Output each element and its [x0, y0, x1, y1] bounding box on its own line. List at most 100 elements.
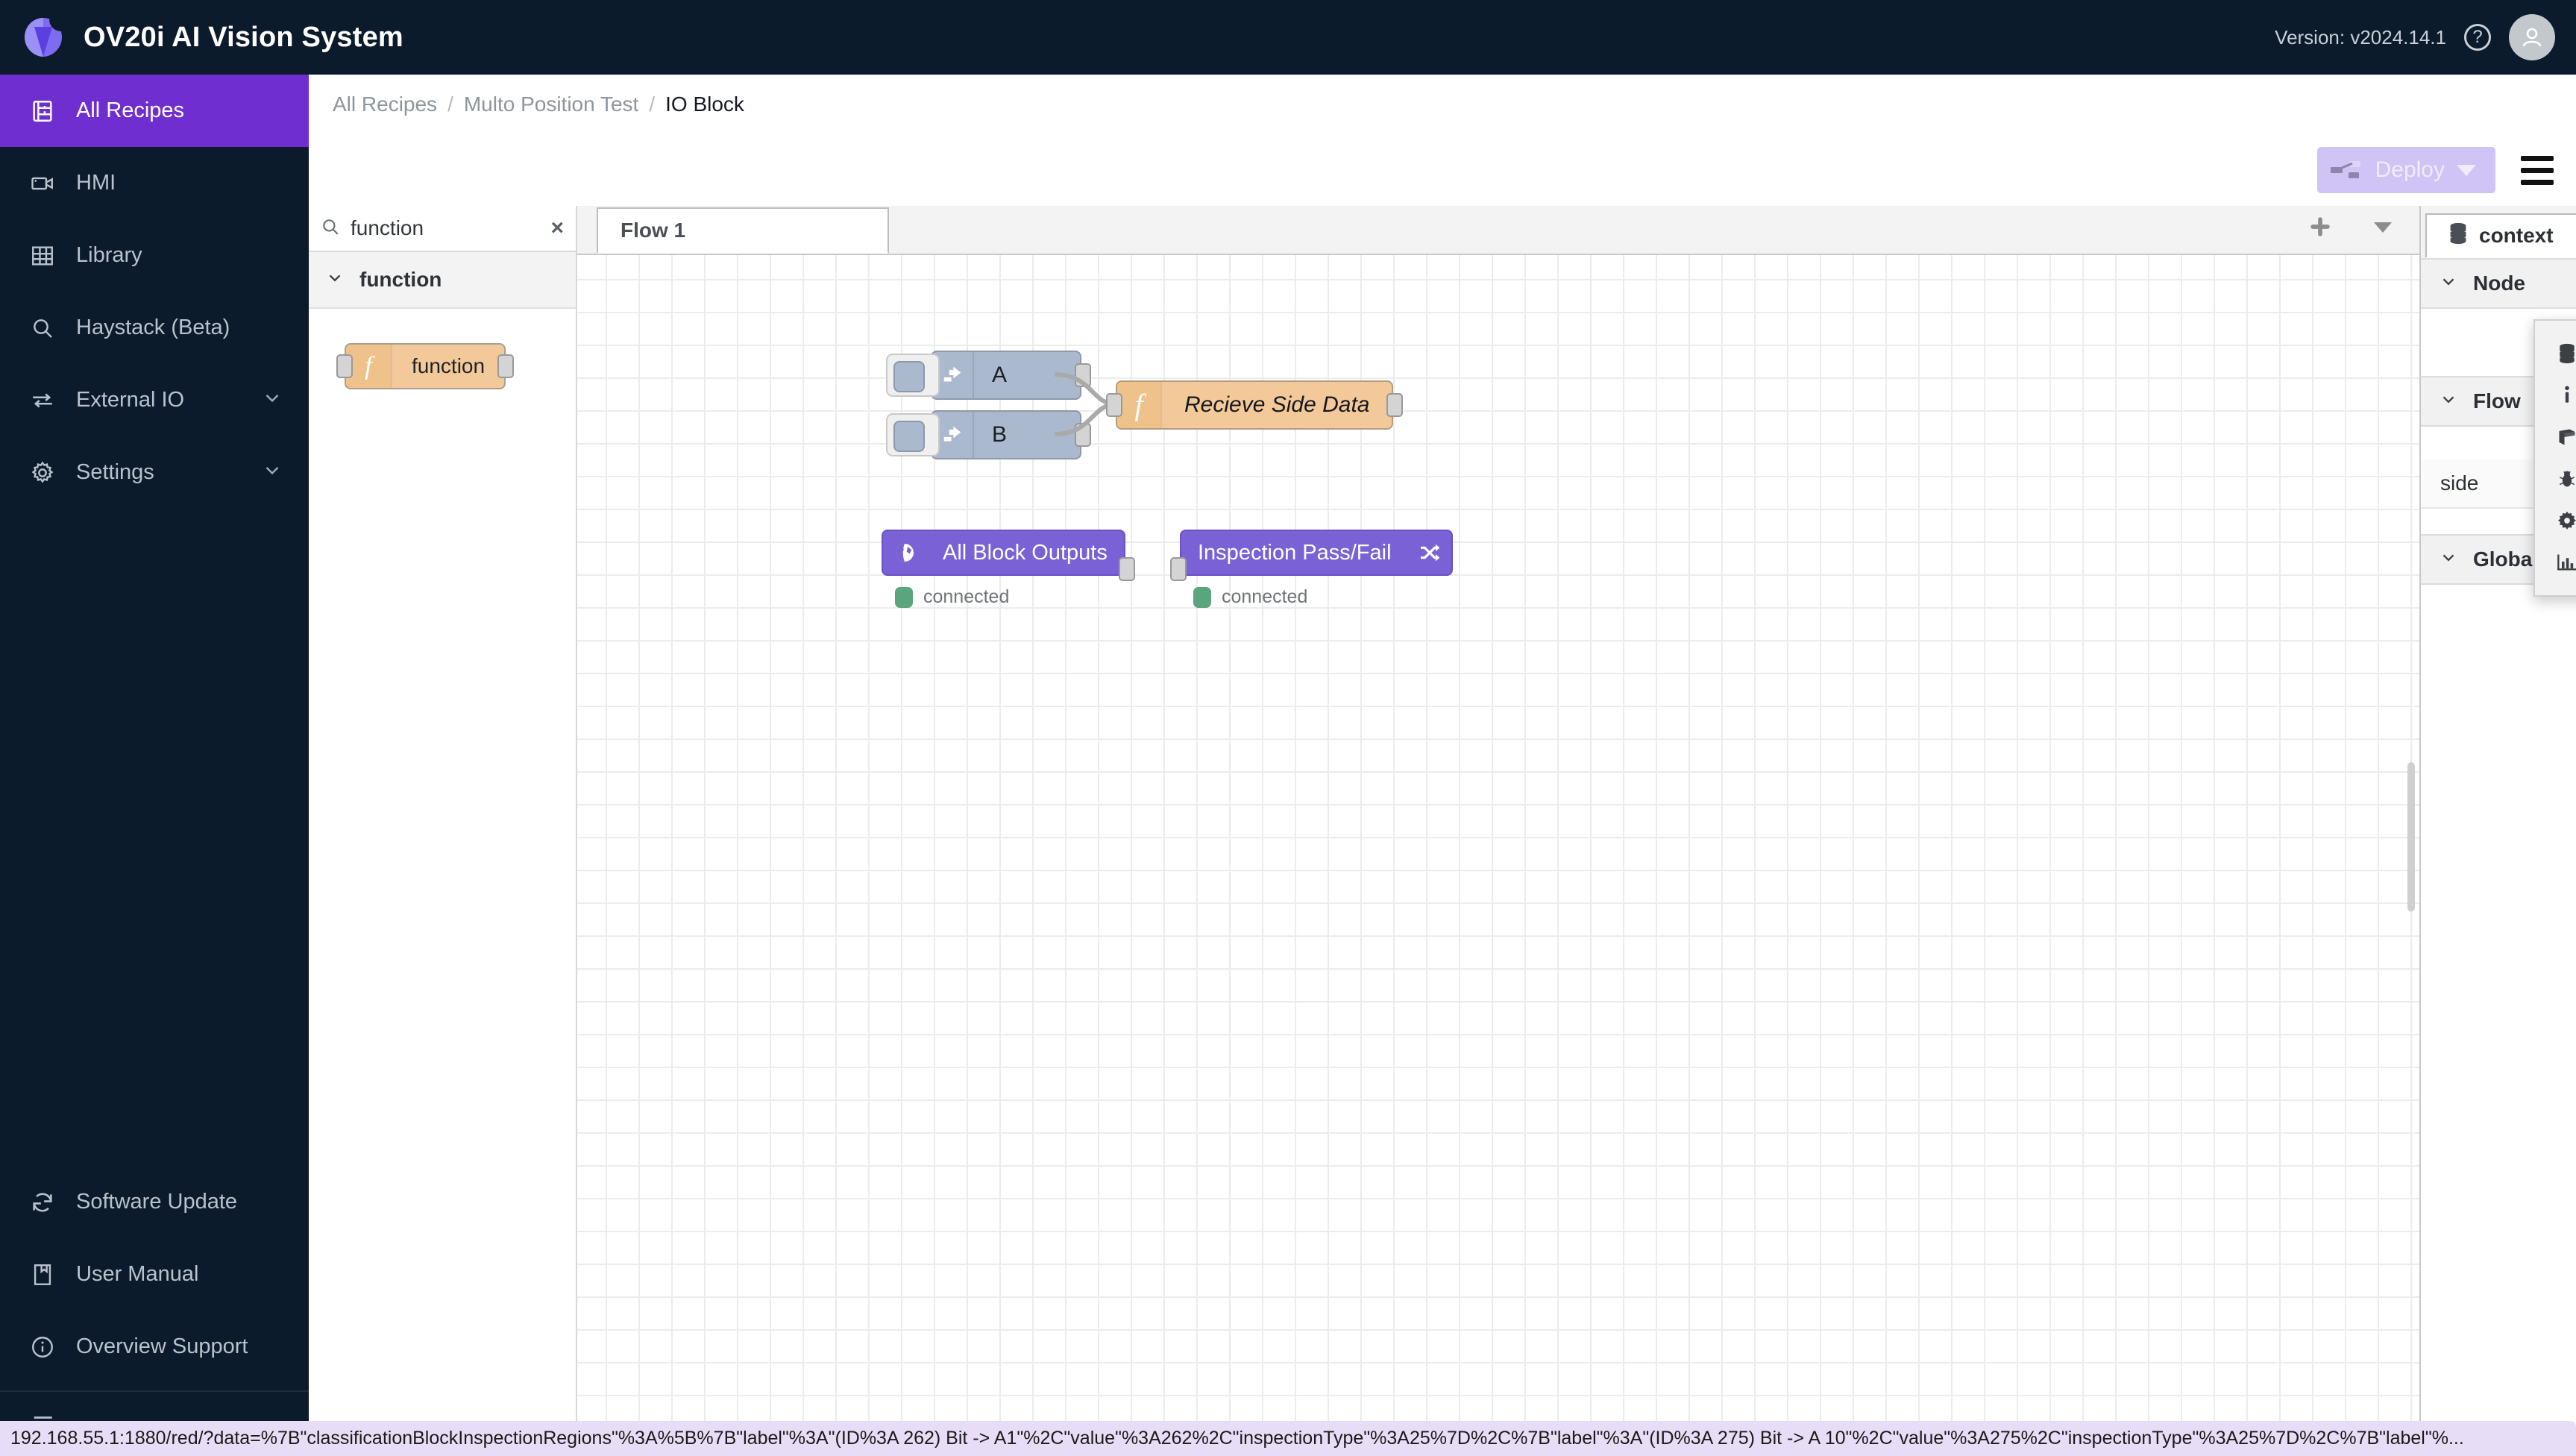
- right-sidebar-tabs: context: [2421, 206, 2576, 258]
- flow-node-inspection-label: Inspection Pass/Fail: [1198, 540, 1392, 565]
- status-bar-url: 192.168.55.1:1880/red/?data=%7B"classifi…: [0, 1421, 2576, 1456]
- chevron-down-icon[interactable]: [261, 386, 283, 415]
- section-node[interactable]: Node: [2421, 258, 2576, 309]
- menu-item-configuration-nodes[interactable]: Configuration nodes: [2535, 500, 2576, 542]
- flow-list-chevron-icon[interactable]: [2372, 219, 2394, 239]
- version-label: Version: v2024.14.1: [2275, 25, 2446, 48]
- search-icon: [25, 311, 60, 345]
- palette-search-row[interactable]: function ×: [309, 206, 576, 252]
- info-circle-icon: [25, 1330, 60, 1364]
- node-status: connected: [895, 586, 1125, 608]
- sidebar-item-label: HMI: [76, 171, 116, 195]
- sidebar-item-settings[interactable]: Settings: [0, 436, 309, 509]
- camera-icon: [25, 166, 60, 201]
- sidebar-item-external-io[interactable]: External IO: [0, 364, 309, 436]
- refresh-icon: [25, 1185, 60, 1220]
- globe-icon: [883, 531, 926, 574]
- flow-node-inspection-pass-fail[interactable]: Inspection Pass/Fail connected: [1170, 530, 1453, 608]
- node-a-input-stub[interactable]: [886, 354, 940, 397]
- sidebar-item-label: External IO: [76, 388, 185, 412]
- node-status: connected: [1193, 586, 1453, 608]
- flow-node-b[interactable]: B: [886, 410, 1091, 459]
- menu-item-dashboard[interactable]: Dashboard: [2535, 542, 2576, 583]
- menu-item-information[interactable]: Information: [2535, 374, 2576, 416]
- chevron-down-icon[interactable]: [261, 459, 283, 487]
- global-empty-message: refresh to load: [2421, 585, 2576, 734]
- menu-item-help[interactable]: Help: [2535, 416, 2576, 458]
- flow-canvas[interactable]: A B: [577, 255, 2419, 1456]
- status-label: connected: [923, 586, 1010, 607]
- node-palette: function × function f function: [309, 206, 577, 1456]
- sidebar: All Recipes HMI Library Haystack (Beta): [0, 75, 309, 1456]
- sidebar-item-library[interactable]: Library: [0, 219, 309, 292]
- sidebar-item-software-update[interactable]: Software Update: [0, 1166, 309, 1238]
- hamburger-icon[interactable]: [2521, 155, 2554, 185]
- palette-group-label: function: [359, 268, 442, 291]
- more-dropdown-menu: Context Data Information Help: [2533, 319, 2576, 597]
- node-input-port[interactable]: [336, 354, 353, 378]
- tab-flow-1[interactable]: Flow 1: [597, 207, 889, 254]
- sidebar-item-label: User Manual: [76, 1262, 199, 1286]
- status-dot-icon: [895, 586, 913, 608]
- chart-icon: [2554, 553, 2576, 572]
- sidebar-item-haystack[interactable]: Haystack (Beta): [0, 292, 309, 364]
- flow-node-all-block-outputs[interactable]: All Block Outputs connected: [882, 530, 1135, 608]
- sidebar-item-label: Haystack (Beta): [76, 316, 230, 339]
- sidebar-item-label: Library: [76, 243, 142, 267]
- clear-search-icon[interactable]: ×: [550, 216, 564, 240]
- all-block-outputs-output-port[interactable]: [1118, 556, 1135, 581]
- menu-item-debug-messages[interactable]: Debug messages: [2535, 458, 2576, 500]
- sidebar-item-label: Software Update: [76, 1190, 238, 1214]
- fn-node-input-port[interactable]: [1106, 393, 1122, 417]
- sidebar-item-user-manual[interactable]: User Manual: [0, 1238, 309, 1311]
- book-icon: [25, 1258, 60, 1292]
- sidebar-item-label: Overview Support: [76, 1334, 248, 1358]
- sidebar-item-overview-support[interactable]: Overview Support: [0, 1311, 309, 1383]
- page-container: All Recipes / Multo Position Test / IO B…: [309, 75, 2576, 1456]
- deploy-icon: [2329, 156, 2363, 185]
- book-icon: [2554, 427, 2576, 447]
- svg-text:f: f: [1134, 389, 1146, 421]
- chevron-down-icon[interactable]: [2457, 164, 2476, 176]
- palette-group-function[interactable]: function: [309, 252, 576, 309]
- chevron-down-icon: [2439, 389, 2458, 414]
- inspection-input-port[interactable]: [1170, 556, 1187, 581]
- palette-node-function[interactable]: f function: [336, 343, 515, 389]
- flow-tab-actions: [2308, 214, 2419, 254]
- function-icon: f: [1117, 382, 1162, 428]
- node-b-output-port[interactable]: [1075, 423, 1091, 447]
- grid-icon: [25, 239, 60, 273]
- help-icon[interactable]: ?: [2464, 24, 2491, 51]
- add-flow-icon[interactable]: [2308, 214, 2333, 243]
- sidebar-item-all-recipes[interactable]: All Recipes: [0, 75, 309, 147]
- database-icon: [2448, 222, 2469, 250]
- flow-node-b-label: B: [992, 422, 1008, 447]
- flow-node-recieve-side-data[interactable]: f Recieve Side Data: [1106, 380, 1404, 430]
- io-icon: [25, 383, 60, 418]
- section-global-label: Global: [2473, 547, 2539, 571]
- sidebar-divider: [0, 1390, 309, 1392]
- avatar[interactable]: [2509, 14, 2555, 60]
- flow-node-all-block-outputs-label: All Block Outputs: [943, 540, 1108, 565]
- node-a-output-port[interactable]: [1075, 363, 1091, 387]
- tab-context[interactable]: context: [2425, 213, 2576, 258]
- search-icon: [321, 217, 340, 240]
- gear-icon: [2554, 510, 2576, 531]
- flow-node-a[interactable]: A: [886, 351, 1091, 400]
- sidebar-item-hmi[interactable]: HMI: [0, 147, 309, 219]
- section-node-label: Node: [2473, 272, 2525, 295]
- breadcrumb-item-all-recipes[interactable]: All Recipes: [333, 92, 438, 116]
- palette-node-label: function: [412, 354, 486, 377]
- search-input[interactable]: function: [351, 216, 424, 239]
- node-output-port[interactable]: [497, 354, 515, 378]
- flow-node-function-label: Recieve Side Data: [1184, 392, 1370, 417]
- flow-tab-bar: Flow 1: [577, 206, 2419, 255]
- canvas-scrollbar[interactable]: [2407, 762, 2415, 911]
- sidebar-item-label: All Recipes: [76, 98, 185, 122]
- menu-item-context-data[interactable]: Context Data: [2535, 333, 2576, 374]
- breadcrumb-item-multo-position-test[interactable]: Multo Position Test: [463, 92, 639, 116]
- fn-node-output-port[interactable]: [1386, 393, 1404, 417]
- node-b-input-stub[interactable]: [886, 413, 940, 456]
- arrow-in-icon: [932, 412, 974, 458]
- deploy-button[interactable]: Deploy: [2316, 147, 2495, 193]
